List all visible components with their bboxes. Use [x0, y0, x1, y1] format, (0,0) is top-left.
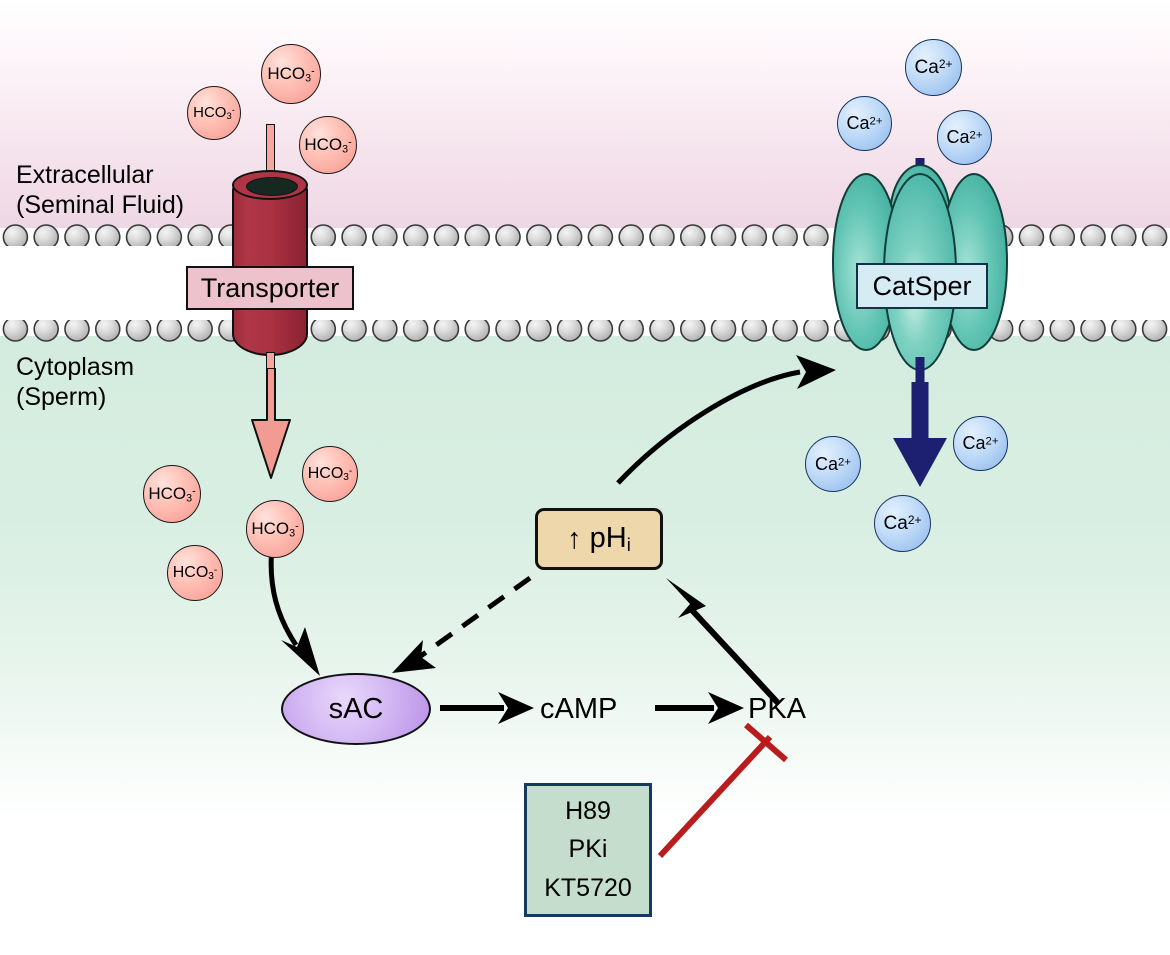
sac-node[interactable]: sAC	[281, 673, 431, 745]
transporter-label: Transporter	[186, 266, 354, 310]
inhibitor-item: PKi	[568, 835, 608, 864]
ph-increase-box: ↑ pHi	[535, 508, 663, 570]
calcium-ion: Ca2+	[874, 495, 931, 552]
calcium-ion: Ca2+	[937, 110, 992, 165]
bicarbonate-ion: HCO3-	[261, 44, 321, 104]
catsper-channel[interactable]	[830, 132, 1010, 392]
up-arrow-icon: ↑	[567, 522, 582, 555]
pka-node: PKA	[748, 693, 807, 725]
bicarbonate-ion: HCO3-	[187, 86, 241, 140]
calcium-ion: Ca2+	[805, 436, 861, 492]
inhibitor-item: KT5720	[544, 874, 632, 903]
calcium-ion: Ca2+	[905, 39, 962, 96]
bicarbonate-ion: HCO3-	[143, 465, 201, 523]
camp-node: cAMP	[540, 693, 618, 725]
ph-label: pHi	[589, 521, 631, 555]
bicarbonate-ion: HCO3-	[246, 500, 304, 558]
bicarbonate-ion: HCO3-	[299, 116, 357, 174]
extracellular-label: Extracellular (Seminal Fluid)	[16, 161, 185, 219]
cytoplasm-label: Cytoplasm (Sperm)	[16, 353, 135, 411]
bicarbonate-ion: HCO3-	[302, 446, 358, 502]
catsper-label: CatSper	[856, 263, 988, 309]
transporter-cylinder-rim	[232, 170, 308, 200]
calcium-ion: Ca2+	[953, 416, 1008, 471]
bicarbonate-influx-arrow	[251, 368, 291, 479]
inhibitor-item: H89	[565, 796, 611, 825]
bicarbonate-ion: HCO3-	[167, 545, 223, 601]
transporter-pore-opening	[246, 177, 298, 196]
calcium-ion: Ca2+	[837, 96, 892, 151]
pka-inhibitors-box: H89 PKi KT5720	[524, 783, 652, 917]
